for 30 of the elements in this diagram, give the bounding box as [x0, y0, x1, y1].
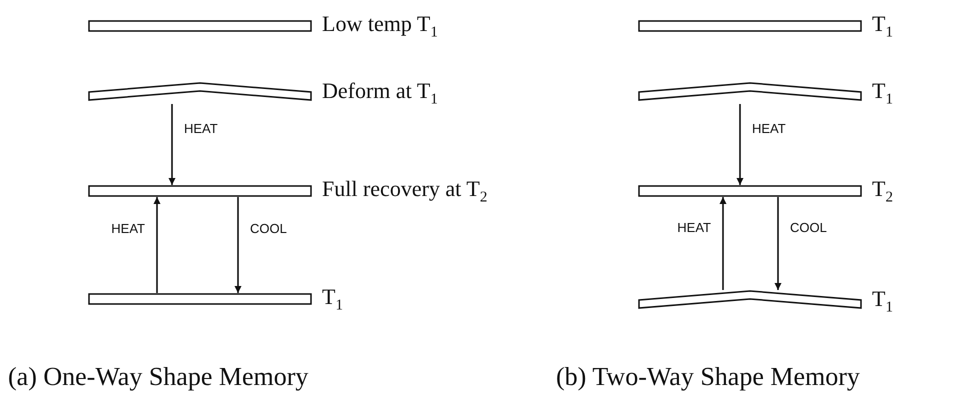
edge-label: COOL: [250, 221, 287, 236]
edge-label: COOL: [790, 220, 827, 234]
metal-strip: [88, 20, 312, 32]
panel-caption: (b) Two-Way Shape Memory: [556, 362, 860, 392]
panel-caption: (a) One-Way Shape Memory: [8, 362, 308, 392]
metal-strip: [638, 185, 862, 197]
arrow: [774, 197, 782, 290]
metal-strip: [638, 82, 862, 104]
arrow: [168, 104, 176, 185]
strip-caption: T$_{1}$: [872, 10, 893, 42]
arrow: [736, 104, 744, 185]
edge-label: HEAT: [677, 220, 711, 234]
edge-label: HEAT: [111, 221, 145, 236]
strip-caption: Low temp T$_{1}$: [322, 10, 438, 42]
arrow: [154, 197, 160, 293]
metal-strip: [638, 20, 862, 32]
strip-caption: T$_{1}$: [322, 283, 343, 316]
edge-label: HEAT: [752, 120, 786, 136]
strip-caption: Deform at T$_{1}$: [322, 77, 438, 110]
arrow: [234, 197, 242, 293]
strip-caption: T$_{1}$: [872, 285, 893, 318]
metal-strip: [88, 185, 312, 197]
strip-caption: T$_{1}$: [872, 77, 893, 110]
edge-label: HEAT: [184, 120, 218, 136]
strip-caption: Full recovery at T$_{2}$: [322, 175, 488, 208]
metal-strip: [88, 293, 312, 305]
arrow: [720, 197, 726, 290]
metal-strip: [638, 290, 862, 312]
metal-strip: [88, 82, 312, 104]
strip-caption: T$_{2}$: [872, 175, 893, 208]
